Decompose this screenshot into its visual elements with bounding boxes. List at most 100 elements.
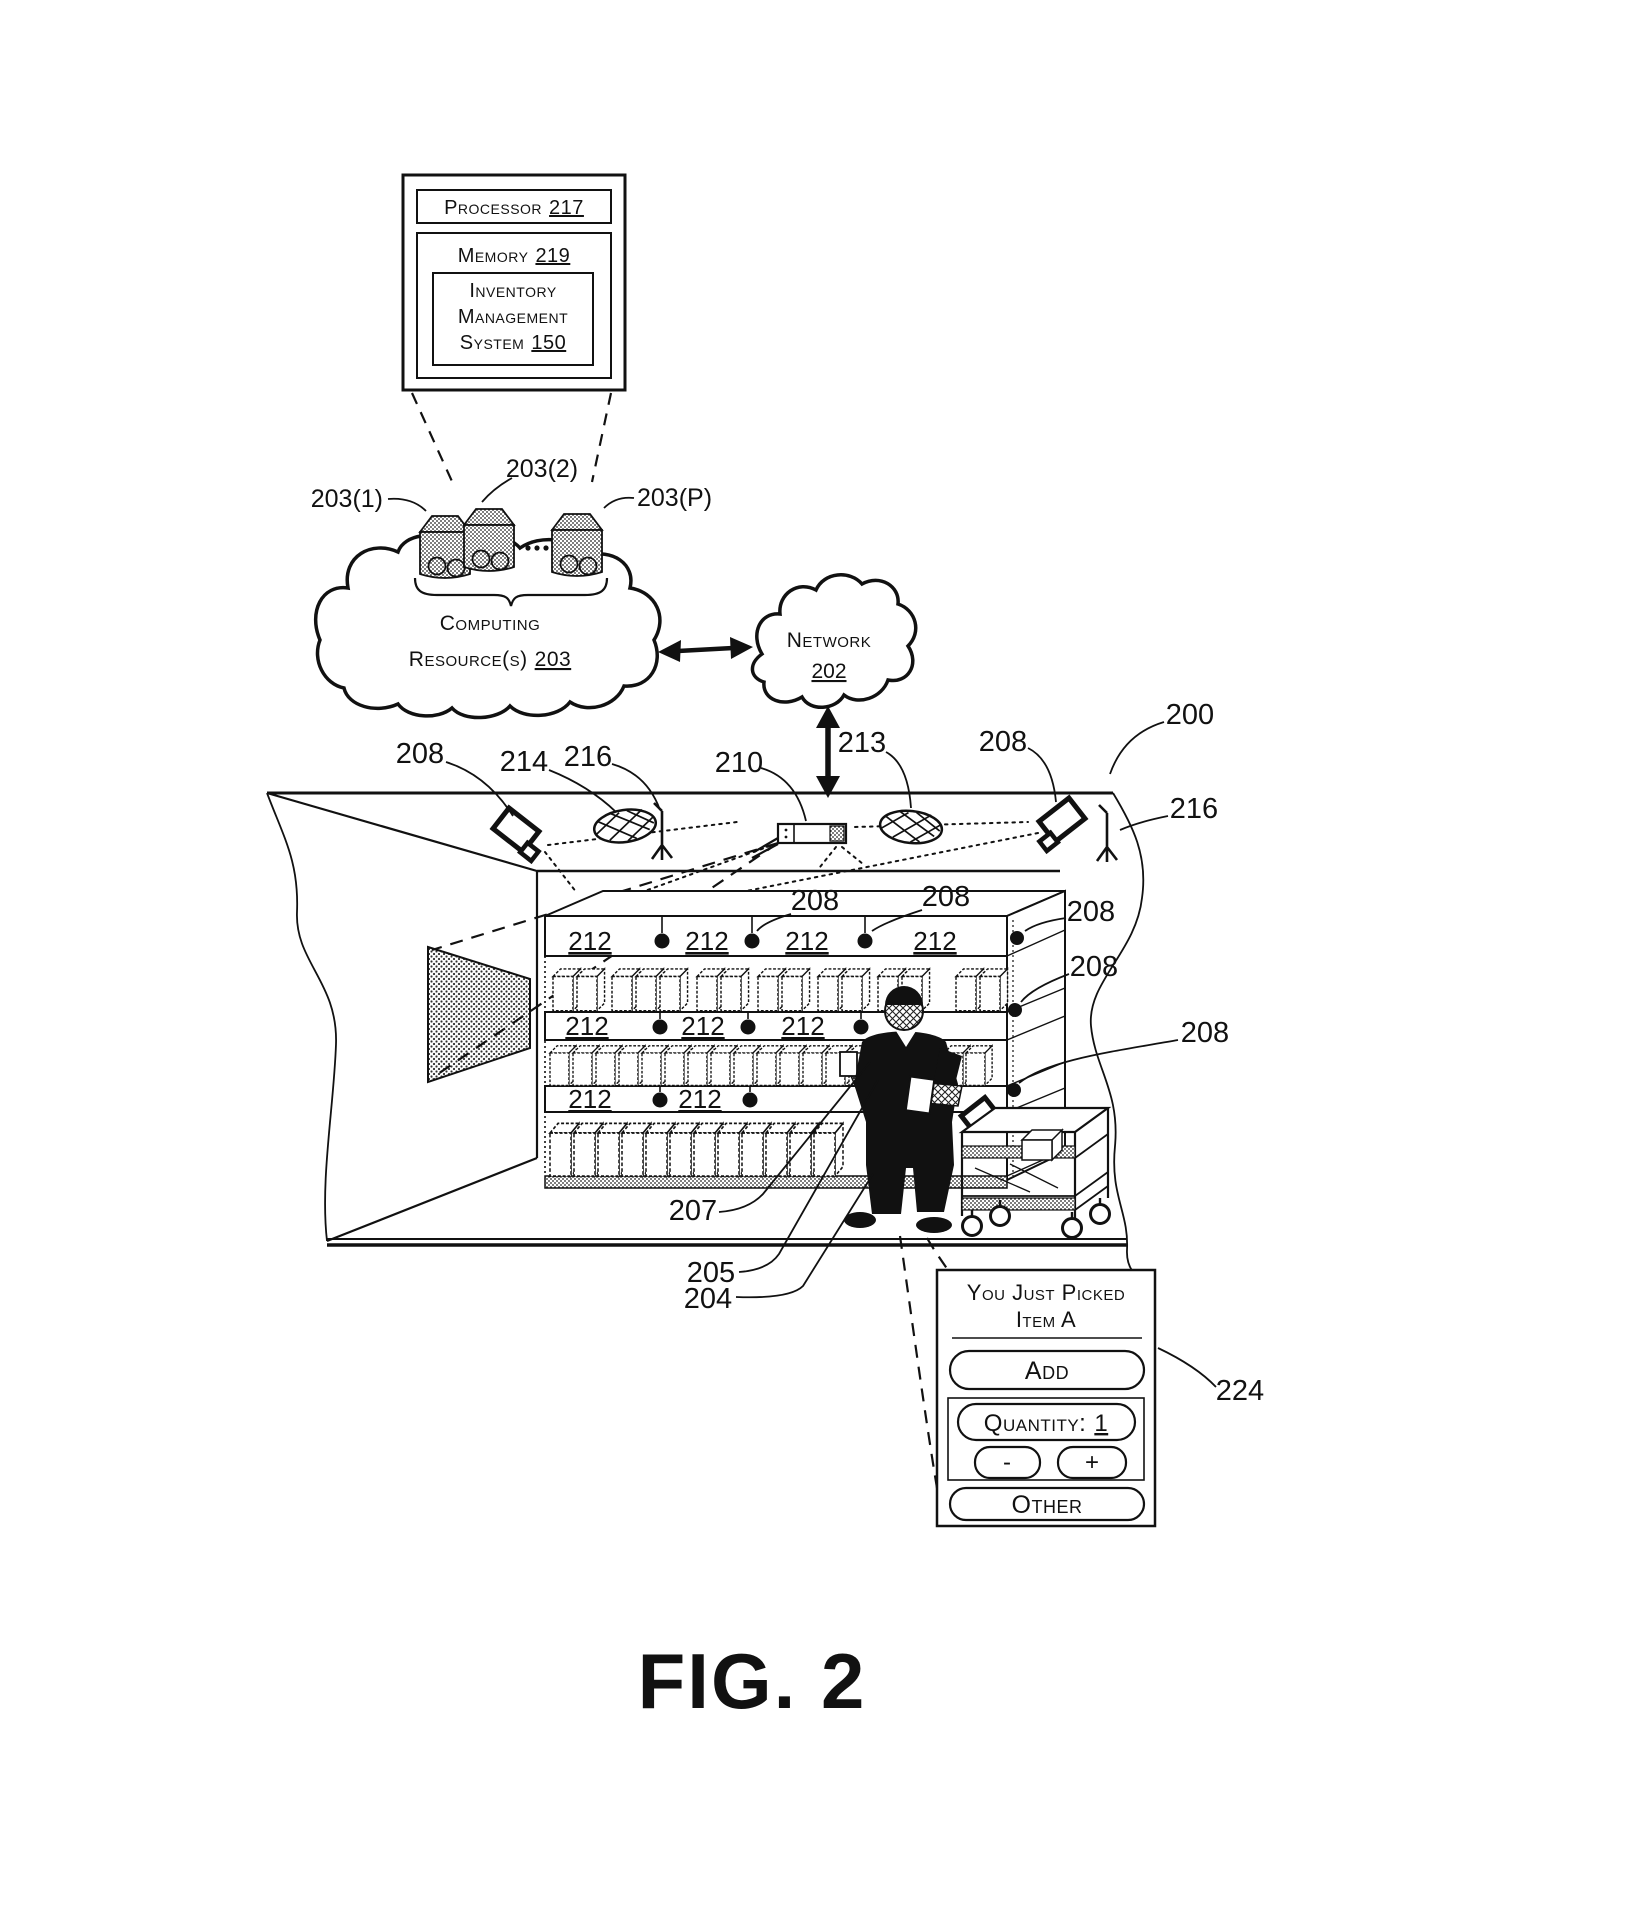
ref-label-210: 210 [715,747,763,779]
ref-label-208-shelf-b: 208 [922,881,970,913]
projection-screen [427,945,531,1084]
ref-label-212: 212 [568,926,611,956]
other-button[interactable] [948,1486,1146,1522]
camera-dot [652,1019,668,1035]
leader-224 [1157,1347,1217,1388]
person-picker [839,986,963,1233]
ref-label-212: 212 [913,926,956,956]
clipboard [904,1075,936,1115]
projector-icon [751,822,848,859]
ref-label-216-right: 216 [1170,793,1218,825]
connector-right [590,392,613,483]
torn-edge-left [266,792,337,1242]
caster-wheel [961,1208,983,1237]
picked-item-panel: You Just Picked Item A Add Quantity:1 - … [935,1268,1157,1528]
camera-icon-left [492,808,549,861]
ims-label-line2: Management [458,306,568,328]
facility-outline [266,791,1153,1287]
ref-label-212: 212 [565,1011,608,1041]
panel-title-line1: You Just Picked [967,1280,1125,1305]
ref-label-213: 213 [838,727,886,759]
pick-cart [957,1093,1112,1239]
leader-203-1 [387,497,427,512]
ref-label-203-p: 203(P) [637,484,712,512]
network-cloud [750,573,918,709]
person-collar [896,1031,916,1047]
camera-dot [742,1092,758,1108]
arrow-network-facility [816,706,840,798]
cart-item [1021,1139,1053,1161]
picked-item [839,1051,858,1077]
computing-cloud [314,532,662,720]
microphone-grille-icon-left [590,804,660,848]
panel-title-line2: Item A [1016,1307,1076,1332]
ref-label-212: 212 [781,1011,824,1041]
camera-dot [1010,931,1024,945]
person-legs [866,1122,954,1214]
server-group: 203(1) 203(2) 203(P) [311,455,712,607]
processor-box [416,189,612,224]
other-button-label: Other [1012,1491,1083,1519]
leader-203-p [603,496,635,509]
quantity-field-label: Quantity:1 [984,1410,1108,1437]
server-icon-3 [551,513,603,577]
caster-wheel [1061,1210,1083,1239]
ref-label-208-shelf-c: 208 [1067,896,1115,928]
callout-line-2 [926,1237,949,1271]
ref-label-208-ceiling-right: 208 [979,726,1027,758]
ceiling-ref-labels: 208 214 216 210 213 208 200 216 [396,699,1218,831]
add-button-label: Add [1025,1357,1069,1385]
brace [413,577,609,607]
figure-caption: FIG. 2 [638,1637,867,1725]
ref-label-205: 205 [687,1257,735,1289]
ref-label-200: 200 [1166,699,1214,731]
leader-203-2 [481,477,513,503]
add-button[interactable] [948,1349,1146,1391]
projection-beams [431,841,779,1079]
person-ref-labels: 207 205 204 [669,1061,879,1315]
ref-label-212: 212 [678,1084,721,1114]
camera-dot [853,1019,869,1035]
ref-label-203-1: 203(1) [311,485,383,513]
ref-label-212: 212 [568,1084,611,1114]
ellipsis-dots [525,545,549,551]
ref-label-224: 224 [1216,1375,1264,1407]
items-row-1 [552,968,1009,1012]
ref-label-203-2: 203(2) [506,455,578,483]
quantity-decrement-button[interactable] [973,1445,1042,1480]
shelf-ref-labels: 208 208 208 208 208 [756,881,1229,1084]
camera-icon-right [1030,798,1087,851]
ref-label-216-left: 216 [564,741,612,773]
camera-dot [744,933,760,949]
quantity-increment-label: + [1085,1449,1099,1476]
antenna-icon-right [1095,803,1119,864]
shelf-band-labels: 212 212 212 212 212 212 212 212 212 [565,916,1024,1114]
camera-dot [857,933,873,949]
computing-cloud-label-line2: Resource(s)203 [409,648,571,671]
camera-dot [1007,1083,1021,1097]
shelf-band-1 [544,915,1008,957]
computing-cloud-label-line1: Computing [440,612,541,635]
ref-label-208-ceiling-left: 208 [396,738,444,770]
ref-label-214: 214 [500,746,548,778]
callout-line-1 [898,1235,942,1507]
speaker-grille-icon-right [877,806,945,848]
arrow-computing-network [658,637,753,662]
connector-left [410,392,457,489]
quantity-increment-button[interactable] [1056,1445,1128,1480]
camera-dot [652,1092,668,1108]
quantity-field[interactable] [956,1402,1137,1442]
ref-label-204: 204 [684,1283,732,1315]
ref-label-212: 212 [785,926,828,956]
ref-label-207: 207 [669,1195,717,1227]
ims-label-line1: Inventory [469,280,556,302]
ref-label-208-shelf-e: 208 [1181,1017,1229,1049]
ref-label-212: 212 [685,926,728,956]
network-cloud-ref: 202 [811,660,846,683]
